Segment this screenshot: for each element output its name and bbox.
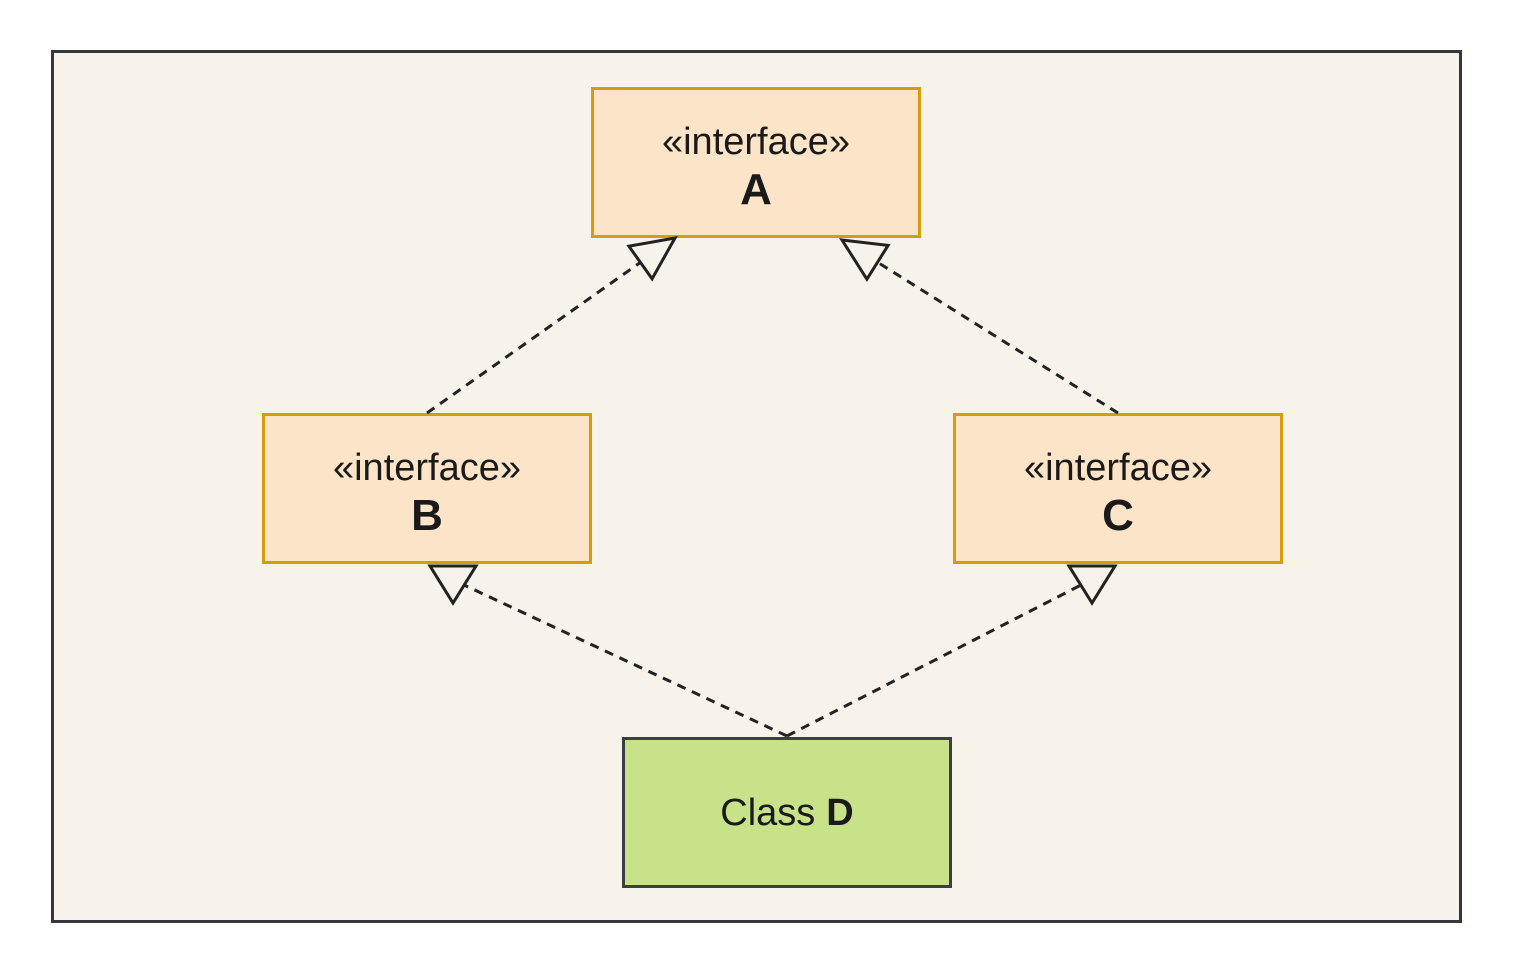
interface-c-node: «interface» C	[953, 413, 1283, 564]
class-d-node: Class D	[622, 737, 952, 888]
interface-b-node: «interface» B	[262, 413, 592, 564]
class-d-name: D	[826, 791, 854, 834]
interface-a-stereotype: «interface»	[661, 120, 850, 163]
class-d-label-prefix: Class	[720, 791, 816, 834]
interface-b-stereotype: «interface»	[332, 446, 521, 489]
interface-c-stereotype: «interface»	[1023, 446, 1212, 489]
interface-a-node: «interface» A	[591, 87, 921, 238]
interface-a-name: A	[740, 164, 772, 214]
interface-b-name: B	[411, 490, 443, 540]
interface-c-name: C	[1102, 490, 1134, 540]
class-d-label: Class D	[720, 790, 853, 836]
